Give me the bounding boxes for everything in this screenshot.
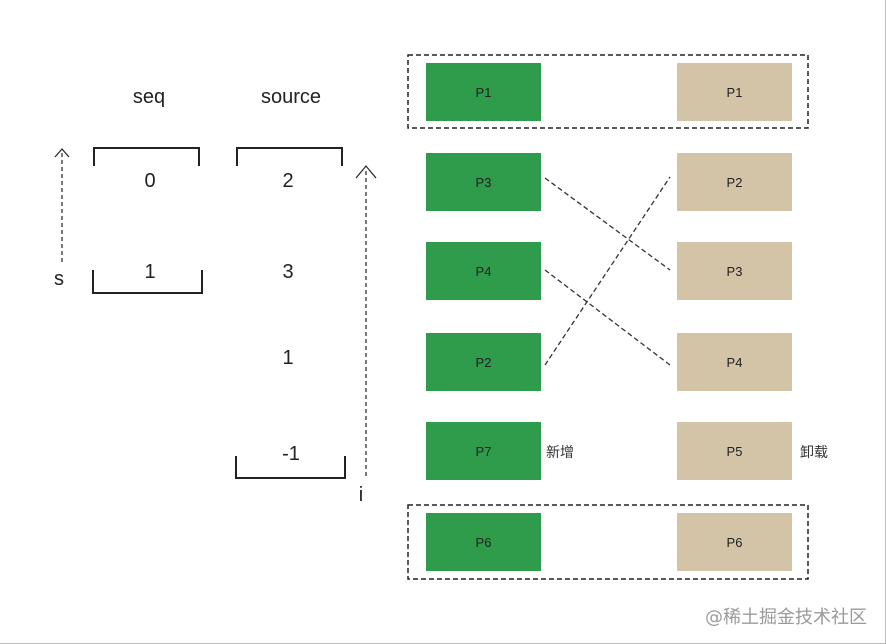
map-line-p3 [544,177,671,271]
source-header: source [260,86,322,108]
pointer-s-label: s [54,268,64,290]
new-node: P4 [677,333,792,391]
old-node: P3 [426,153,541,211]
seq-value: 0 [144,170,156,192]
old-node: P1 [426,63,541,121]
old-node: P4 [426,242,541,300]
pointer-i-label: i [358,484,364,506]
new-node: P6 [677,513,792,571]
source-value: 3 [282,261,294,283]
source-value: 1 [282,347,294,369]
seq-value: 1 [144,261,156,283]
old-node: P6 [426,513,541,571]
new-node: P1 [677,63,792,121]
unchanged-prefix-frame [407,54,809,129]
seq-bottom-bracket [92,270,203,294]
s-pointer-arrowhead [54,148,70,158]
watermark: @稀土掘金技术社区 [705,607,867,628]
seq-header: seq [132,86,166,108]
source-top-bracket [236,147,343,166]
old-node: P2 [426,333,541,391]
i-pointer-arrowhead [355,165,377,179]
source-bottom-bracket [235,456,346,479]
seq-top-bracket [93,147,200,166]
source-value: -1 [282,443,300,465]
map-line-p2 [544,176,671,366]
new-node: P3 [677,242,792,300]
map-line-p4 [544,269,671,366]
old-node: P7 [426,422,541,480]
new-node: P2 [677,153,792,211]
unchanged-suffix-frame [407,504,809,580]
source-value: 2 [282,170,294,192]
added-note: 新增 [546,445,574,461]
new-node: P5 [677,422,792,480]
removed-note: 卸载 [800,445,828,461]
